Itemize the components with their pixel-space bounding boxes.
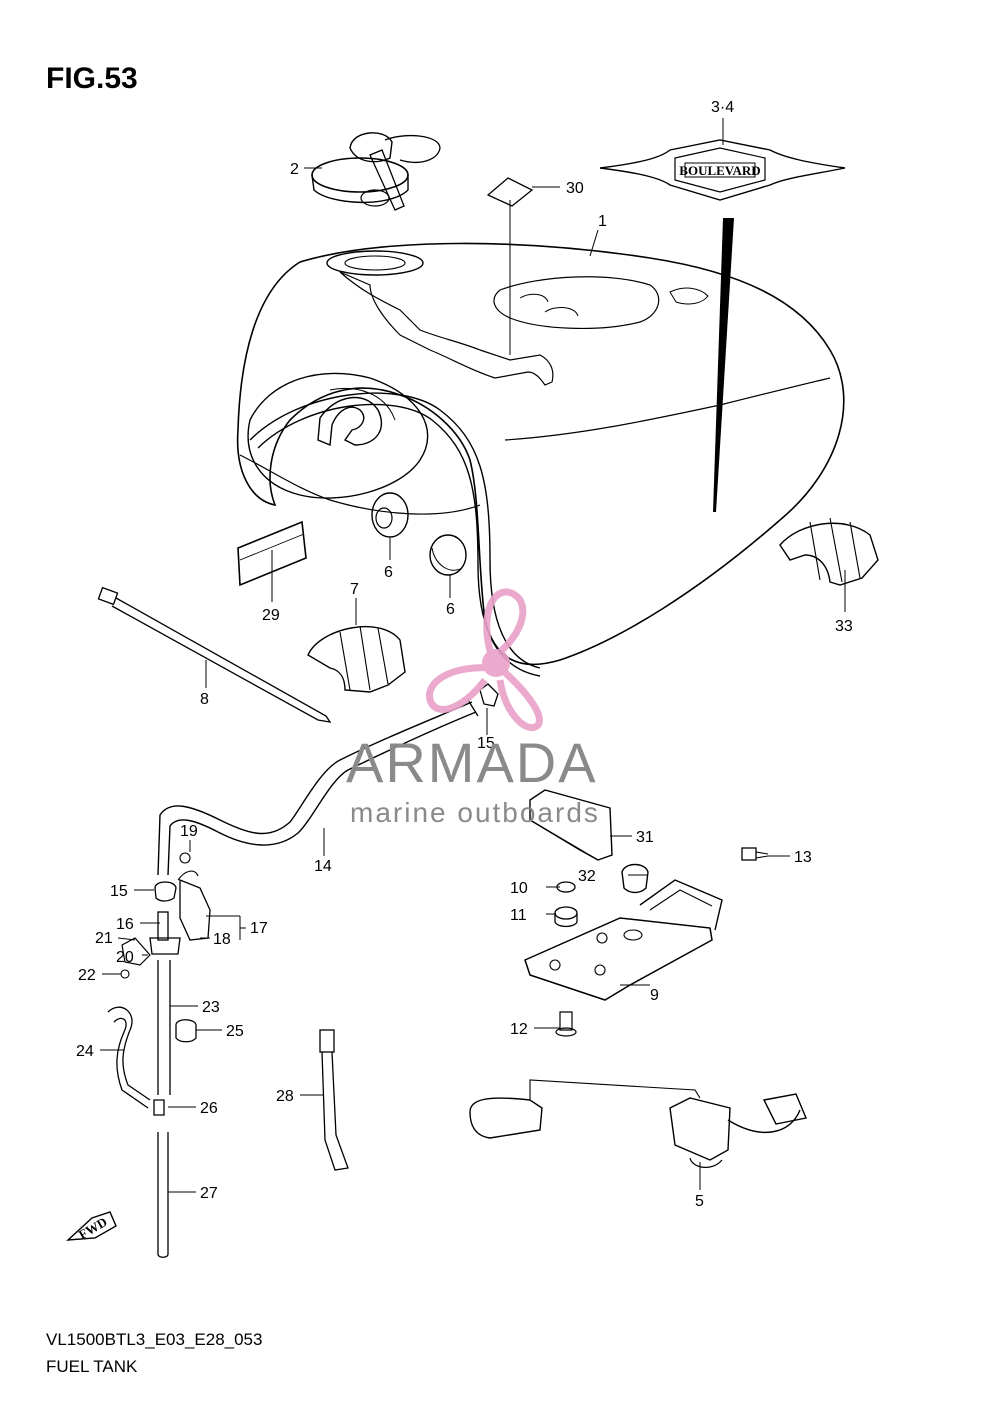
cover-31-part [529, 789, 613, 861]
fwd-arrow: FWD [66, 1211, 117, 1242]
watermark-logo-icon [426, 588, 543, 731]
callout-15b: 15 [110, 883, 128, 900]
callout-12: 12 [510, 1021, 528, 1038]
callout-22: 22 [78, 967, 96, 984]
callout-labels: 1 2 3·4 5 6 6 7 8 9 10 11 12 13 14 15 15… [76, 99, 853, 1210]
emblem-text: BOULEVARD [679, 163, 760, 178]
hose-14-part [157, 699, 479, 876]
cable-tie-8-part [97, 586, 332, 723]
callout-31: 31 [636, 829, 654, 846]
callout-21: 21 [95, 930, 113, 947]
callout-14: 14 [314, 858, 332, 875]
watermark: ARMADA marine outboards [346, 588, 600, 828]
callout-19: 19 [180, 823, 198, 840]
callout-27: 27 [200, 1185, 218, 1202]
callout-1: 1 [598, 213, 607, 230]
callout-30: 30 [566, 180, 584, 197]
callout-32: 32 [578, 868, 596, 885]
callout-6a: 6 [384, 564, 393, 581]
callout-26: 26 [200, 1100, 218, 1117]
grommet-6b-part [429, 534, 467, 576]
clamp-15a-part [479, 683, 499, 707]
callout-20: 20 [116, 949, 134, 966]
callout-9: 9 [650, 987, 659, 1004]
fuel-cap-part [311, 132, 441, 211]
grommet-6a-part [371, 492, 409, 538]
leader-lines [100, 118, 846, 1193]
emblem-part: BOULEVARD [599, 139, 846, 201]
strap-28-part [319, 1029, 349, 1171]
callout-17: 17 [250, 920, 268, 937]
callout-8: 8 [200, 691, 209, 708]
label-30-part [486, 177, 534, 207]
callout-2: 2 [290, 161, 299, 178]
callout-23: 23 [202, 999, 220, 1016]
callout-6b: 6 [446, 601, 455, 618]
watermark-tagline: marine outboards [350, 797, 600, 828]
callout-24: 24 [76, 1043, 94, 1060]
damper-32-part [621, 863, 649, 894]
fuel-tank-part [236, 218, 845, 677]
fuel-sender-5-part [469, 1079, 807, 1168]
bolt-12-part [555, 1011, 577, 1037]
label-29-part [237, 520, 307, 587]
cushion-33-part [779, 517, 879, 586]
callout-29: 29 [262, 607, 280, 624]
callout-15a: 15 [477, 735, 495, 752]
cushion-7-part [307, 625, 406, 693]
watermark-brand: ARMADA [346, 731, 598, 794]
callout-18: 18 [213, 931, 231, 948]
callout-28: 28 [276, 1088, 294, 1105]
callout-33: 33 [835, 618, 853, 635]
bracket-9-part [524, 879, 723, 1001]
figure-code: VL1500BTL3_E03_E28_053 [46, 1330, 263, 1349]
bolt-13-part [741, 847, 769, 861]
callout-7: 7 [350, 581, 359, 598]
callout-16: 16 [116, 916, 134, 933]
callout-13: 13 [794, 849, 812, 866]
callout-5: 5 [695, 1193, 704, 1210]
callout-11: 11 [510, 907, 527, 924]
grommet-11-part [554, 906, 578, 928]
fuel-cock-assembly-part [107, 852, 211, 1258]
callout-3-4: 3·4 [711, 99, 734, 116]
figure-title: FIG.53 [46, 62, 138, 95]
callout-10: 10 [510, 880, 528, 897]
callout-25: 25 [226, 1023, 244, 1040]
figure-name: FUEL TANK [46, 1357, 138, 1376]
